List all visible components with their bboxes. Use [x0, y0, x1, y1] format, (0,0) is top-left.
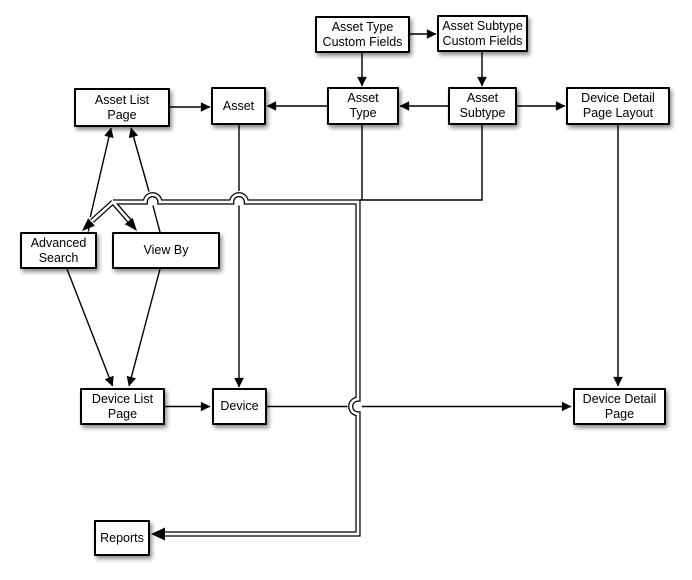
single-connectors	[66, 29, 623, 412]
node-asset: Asset	[211, 87, 266, 125]
double-connector-arrowheads	[82, 217, 165, 541]
node-asset-type: Asset Type	[327, 87, 399, 125]
arrowhead-into-advanced-search	[82, 218, 95, 231]
arrowhead-into-view-by	[124, 217, 137, 231]
arrowhead-into-reports	[151, 527, 165, 541]
edge-advanced-search-to-dlp	[66, 268, 114, 387]
double-line-branch-core-left	[91, 200, 114, 223]
edge-view-by-to-alp-lower	[152, 205, 161, 233]
node-asset-list-page: Asset List Page	[74, 88, 170, 127]
edge-asset-subtype-drop	[360, 125, 483, 201]
double-line-main-core	[113, 193, 360, 536]
node-device: Device	[212, 388, 267, 425]
node-advanced-search: Advanced Search	[20, 232, 97, 269]
node-device-detail-page: Device Detail Page	[573, 388, 666, 425]
node-view-by: View By	[112, 232, 220, 269]
node-asset-subtype: Asset Subtype	[448, 87, 517, 125]
node-device-list-page: Device List Page	[80, 388, 165, 425]
edge-advanced-search-to-alp	[89, 127, 114, 218]
node-asset-subtype-custom-fields: Asset Subtype Custom Fields	[437, 15, 528, 52]
double-connector-white	[91, 193, 360, 536]
edge-view-by-to-alp-upper	[128, 127, 150, 192]
edge-view-by-to-dlp	[126, 268, 161, 387]
node-reports: Reports	[94, 520, 150, 556]
node-device-detail-page-layout: Device Detail Page Layout	[566, 87, 670, 125]
node-asset-type-custom-fields: Asset Type Custom Fields	[315, 16, 410, 53]
double-line-branch-core-right	[111, 201, 131, 222]
